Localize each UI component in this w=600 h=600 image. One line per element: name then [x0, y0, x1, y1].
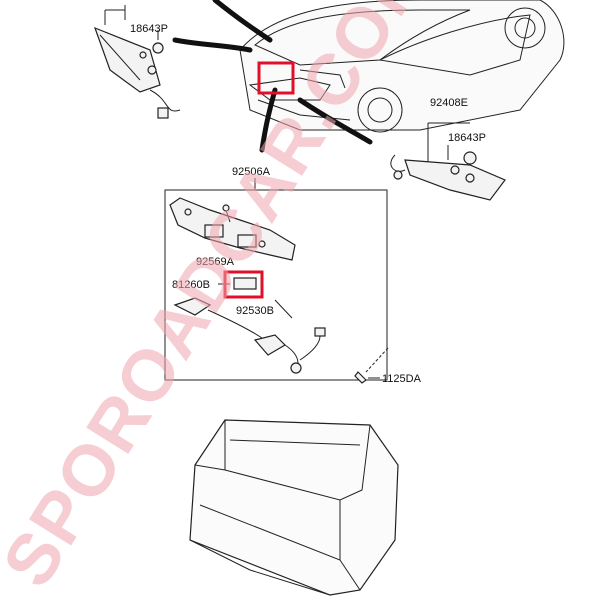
- leader-left: [172, 37, 253, 53]
- right-tail-lamp: [390, 122, 506, 201]
- leader-right: [297, 97, 373, 145]
- label-92506a: 92506A: [232, 166, 271, 178]
- assembly-box: [164, 189, 388, 381]
- highlight-bulb-81260b: [223, 270, 264, 299]
- leader-top-left: [212, 0, 273, 43]
- label-92530b: 92530B: [236, 305, 274, 317]
- left-tail-lamp: [93, 5, 181, 119]
- label-1125da: 1125DA: [382, 373, 422, 385]
- license-lamp-closeup: [189, 419, 399, 596]
- label-18643p-left: 18643P: [130, 23, 168, 35]
- label-92569a: 92569A: [196, 256, 235, 268]
- leader-down: [259, 87, 278, 153]
- highlight-car-plate-lamp: [257, 61, 295, 95]
- label-81260b: 81260B: [172, 279, 210, 291]
- label-18643p-right: 18643P: [448, 132, 486, 144]
- lamp-92530b: [173, 297, 326, 374]
- label-92408e: 92408E: [430, 97, 468, 109]
- screw-1125da: [354, 347, 389, 384]
- garnish-bracket: [169, 197, 296, 261]
